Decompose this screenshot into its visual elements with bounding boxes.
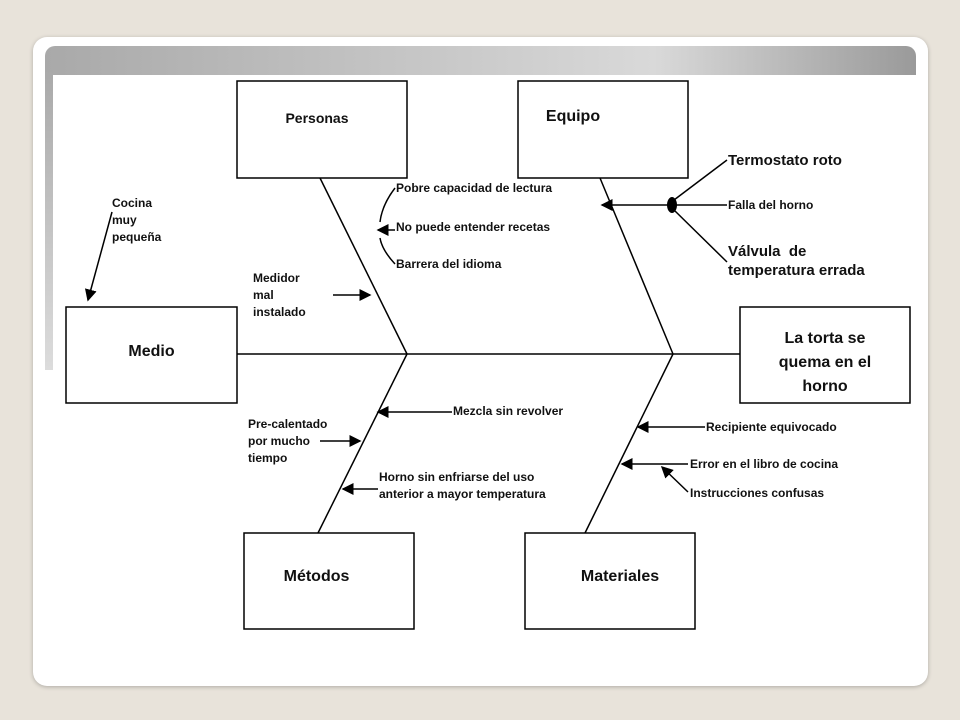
category-metodos: Métodos (283, 568, 350, 585)
cause: Válvula de temperatura errada (728, 243, 865, 279)
cause: Pobre capacidad de lectura (396, 181, 553, 195)
cause: Error en el libro de cocina (690, 457, 839, 471)
slide-header-bar (45, 46, 916, 75)
box-effect (739, 306, 911, 404)
category-medio: Medio (128, 343, 175, 360)
cause: Termostato roto (728, 152, 842, 169)
cause: Mezcla sin revolver (453, 404, 564, 418)
cause: Barrera del idioma (396, 257, 502, 271)
category-personas: Personas (285, 110, 349, 126)
box-materiales (524, 532, 696, 630)
cause: Horno sin enfriarse del uso anterior a m… (379, 470, 546, 501)
cause: Recipiente equivocado (706, 420, 837, 434)
effect-label: La torta se quema en el horno (778, 330, 872, 395)
cause: Falla del horno (728, 198, 814, 212)
box-equipo (517, 80, 689, 179)
cause: Medidor mal instalado (253, 271, 306, 319)
box-personas (236, 80, 408, 179)
cause: Cocina muy pequeña (112, 196, 162, 244)
box-metodos (243, 532, 415, 630)
box-medio (65, 306, 238, 404)
slide-side-strip (45, 70, 53, 370)
category-equipo: Equipo (545, 108, 601, 125)
cause: No puede entender recetas (396, 220, 551, 234)
cause: Pre-calentado por mucho tiempo (248, 417, 328, 465)
category-materiales: Materiales (580, 568, 660, 585)
cause: Instrucciones confusas (690, 486, 825, 500)
